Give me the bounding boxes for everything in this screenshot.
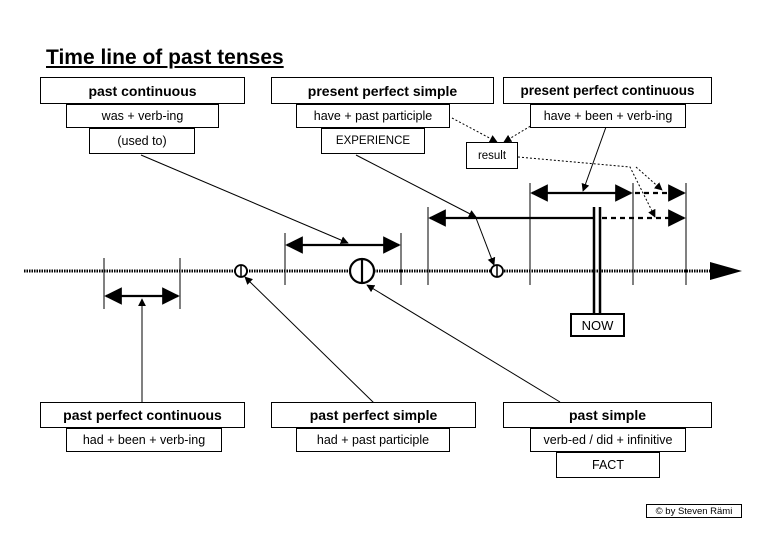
past-continuous-label: past continuous [40, 77, 245, 104]
result-link-future-2 [635, 166, 663, 191]
ppsimple-pointer [355, 154, 477, 218]
past-perfect-continuous-label: past perfect continuous [40, 402, 245, 428]
past-simple-note: FACT [556, 452, 660, 478]
present-perfect-continuous-label: present perfect continuous [503, 77, 712, 104]
past-simple-label: past simple [503, 402, 712, 428]
pc-pointer [140, 154, 349, 244]
past-perfect-simple-form: had + past participle [296, 428, 450, 452]
ppsimple-pointer-2 [475, 217, 496, 266]
result-link-pps [451, 117, 498, 143]
credit-label: © by Steven Rämi [646, 504, 742, 518]
ppcont-pointer [581, 126, 607, 192]
page-title: Time line of past tenses [46, 46, 284, 69]
past-perfect-continuous-form: had + been + verb-ing [66, 428, 222, 452]
past-continuous-note: (used to) [89, 128, 195, 154]
present-perfect-simple-form: have + past participle [296, 104, 450, 128]
present-perfect-simple-note: EXPERIENCE [321, 128, 425, 154]
now-label: NOW [570, 313, 625, 337]
time-axis-arrowhead [710, 262, 742, 280]
ps-pointer [366, 284, 561, 403]
pps-pointer [244, 276, 375, 404]
result-box: result [466, 142, 518, 169]
present-perfect-continuous-form: have + been + verb-ing [530, 104, 686, 128]
present-perfect-simple-label: present perfect simple [271, 77, 494, 104]
past-simple-form: verb-ed / did + infinitive [530, 428, 686, 452]
past-continuous-form: was + verb-ing [66, 104, 219, 128]
result-link-future [517, 156, 656, 218]
past-perfect-simple-label: past perfect simple [271, 402, 476, 428]
